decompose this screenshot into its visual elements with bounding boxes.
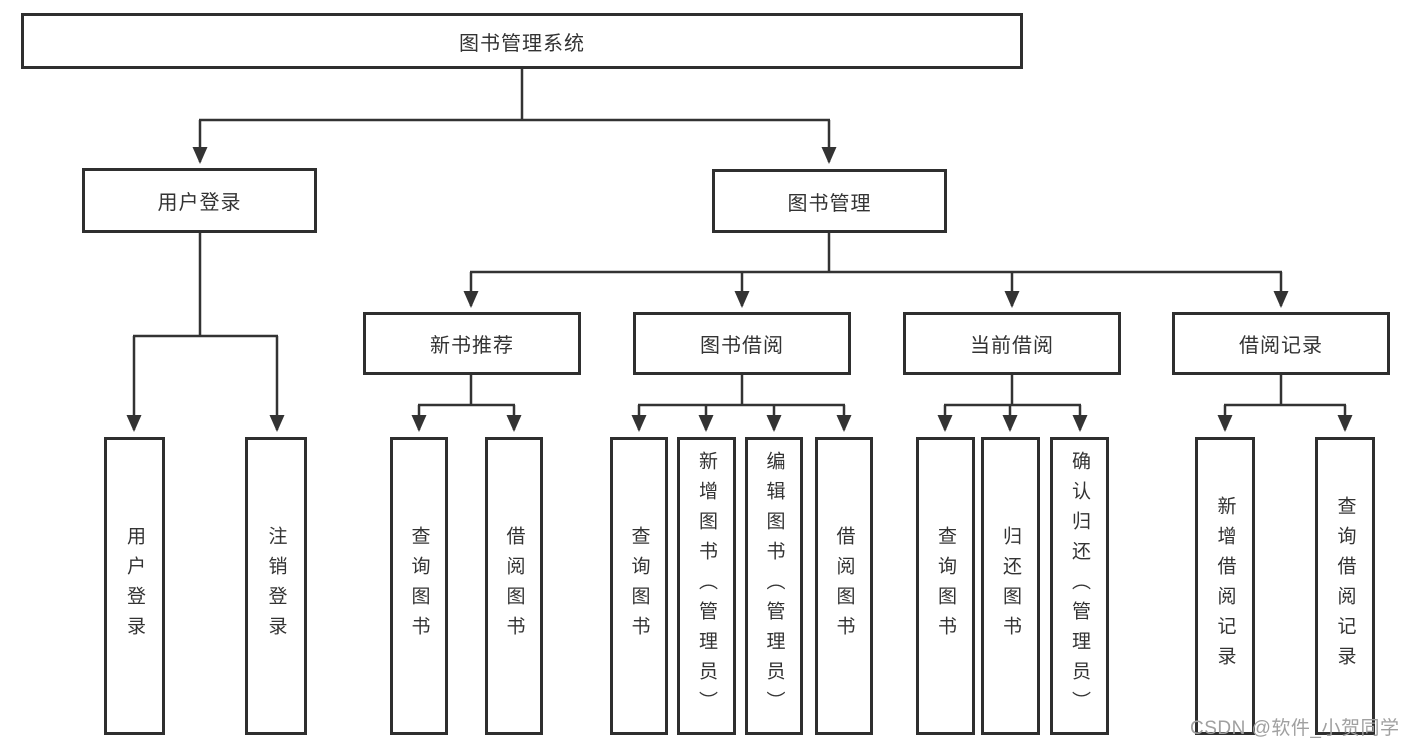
node-label: 借阅图书 [833,526,855,646]
node-label: 当前借阅 [970,335,1054,357]
node-label: 借阅图书 [503,526,525,646]
node-label: 确认归还（管理员） [1069,451,1090,721]
node-book-borrowing: 图书借阅 [633,312,851,375]
node-user-login: 用户登录 [82,168,317,233]
leaf-query-books-1: 查询图书 [390,437,448,735]
node-label: 新增借阅记录 [1214,496,1236,676]
node-label: 用户登录 [124,526,145,646]
node-label: 查询图书 [408,526,430,646]
leaf-logout: 注销登录 [245,437,307,735]
node-label: 新书推荐 [430,335,514,357]
leaf-edit-book-admin: 编辑图书（管理员） [745,437,803,735]
leaf-return-book: 归还图书 [981,437,1040,735]
node-label: 图书借阅 [700,335,784,357]
leaf-confirm-return-admin: 确认归还（管理员） [1050,437,1109,735]
node-book-management: 图书管理 [712,169,947,233]
node-label: 用户登录 [157,192,242,214]
node-label: 注销登录 [265,526,287,646]
node-new-book-recommend: 新书推荐 [363,312,581,375]
leaf-query-borrow-record: 查询借阅记录 [1315,437,1375,735]
leaf-borrow-books-2: 借阅图书 [815,437,873,735]
node-label: 查询图书 [935,526,956,646]
leaf-user-login: 用户登录 [104,437,165,735]
leaf-add-book-admin: 新增图书（管理员） [677,437,736,735]
leaf-query-books-2: 查询图书 [610,437,668,735]
node-borrowing-records: 借阅记录 [1172,312,1390,375]
node-label: 图书管理 [787,192,872,215]
node-label: 图书管理系统 [459,32,585,55]
node-current-borrowing: 当前借阅 [903,312,1121,375]
node-label: 归还图书 [1000,526,1021,646]
node-label: 编辑图书（管理员） [763,451,785,721]
leaf-query-books-3: 查询图书 [916,437,975,735]
node-label: 借阅记录 [1239,335,1323,357]
node-label: 查询图书 [628,526,650,646]
leaf-add-borrow-record: 新增借阅记录 [1195,437,1255,735]
node-label: 新增图书（管理员） [696,451,717,721]
node-label: 查询借阅记录 [1334,496,1356,676]
leaf-borrow-books-1: 借阅图书 [485,437,543,735]
csdn-watermark: CSDN @软件_小贺同学 [1190,718,1400,739]
node-library-management-system: 图书管理系统 [21,13,1023,69]
